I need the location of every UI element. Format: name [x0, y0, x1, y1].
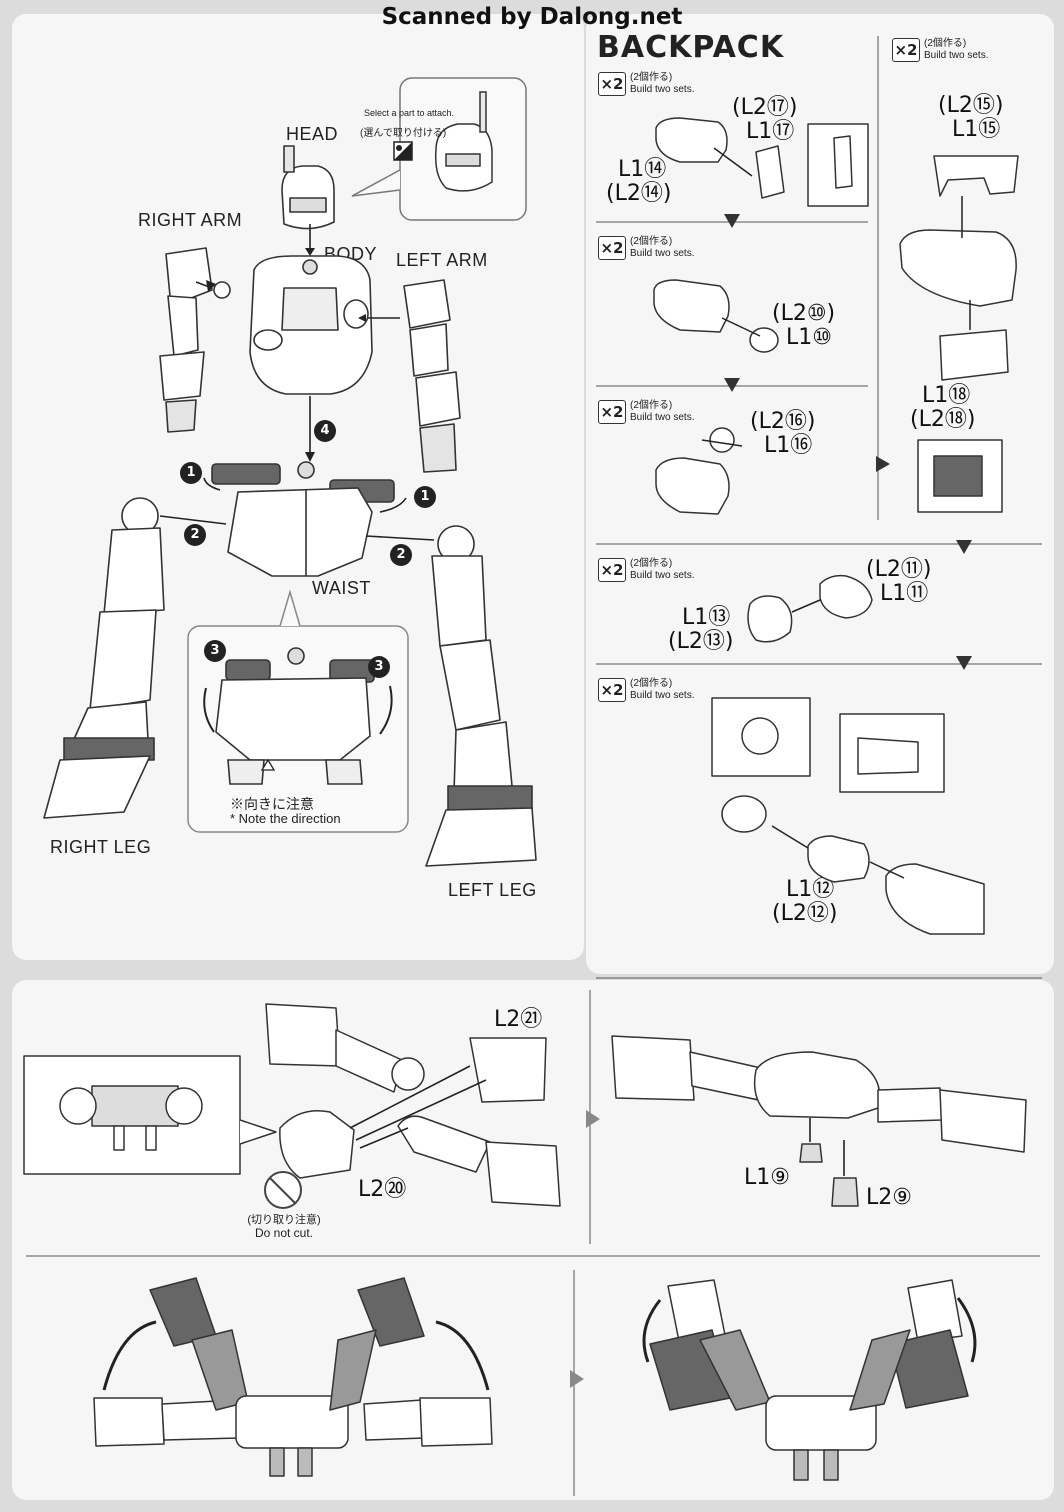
part-code: L1⑭	[618, 157, 667, 182]
part-code: L2⑨	[866, 1185, 912, 1210]
part-code: (L2⑯)	[750, 409, 816, 434]
part-code: L2㉑	[494, 1007, 543, 1032]
head-label: HEAD	[286, 124, 339, 144]
part-code: L2⑳	[358, 1177, 407, 1202]
step-1-marker: 1	[414, 486, 436, 508]
x2-icon: ×2	[598, 678, 626, 702]
build-two-sets-badge: ×2 (2個作る)Build two sets.	[598, 72, 694, 96]
left-arm-label: LEFT ARM	[396, 250, 488, 270]
part-code: (L2⑰)	[732, 95, 798, 120]
left-leg-label: LEFT LEG	[448, 880, 537, 900]
step-3-marker: 3	[368, 656, 390, 678]
part-code: (L2⑮)	[938, 93, 1004, 118]
step-1-marker: 1	[180, 462, 202, 484]
part-code: (L2⑭)	[606, 181, 672, 206]
x2-icon: ×2	[598, 236, 626, 260]
part-code: (L2⑱)	[910, 407, 976, 432]
part-code: L1⑨	[744, 1165, 790, 1190]
part-code: L1⑬	[682, 605, 731, 630]
x2-icon: ×2	[598, 400, 626, 424]
step-2-marker: 2	[184, 524, 206, 546]
part-code: (L2⑬)	[668, 629, 734, 654]
build-two-sets-badge: ×2 (2個作る)Build two sets.	[598, 400, 694, 424]
do-not-cut-note: (切り取り注意) Do not cut.	[247, 1214, 321, 1240]
select-part-note-en: Select a part to attach.	[364, 108, 455, 118]
part-code: (L2⑪)	[866, 557, 932, 582]
right-leg-label: RIGHT LEG	[50, 837, 152, 857]
part-code: L1⑫	[786, 877, 835, 902]
step-4-marker: 4	[314, 420, 336, 442]
select-part-note-jp: (選んで取り付ける)	[360, 128, 447, 139]
build-two-sets-badge: ×2 (2個作る)Build two sets.	[598, 558, 694, 582]
x2-icon: ×2	[892, 38, 920, 62]
x2-icon: ×2	[598, 72, 626, 96]
step-2-marker: 2	[390, 544, 412, 566]
scanner-credit: Scanned by Dalong.net	[381, 4, 683, 30]
right-arm-label: RIGHT ARM	[138, 210, 243, 230]
part-code: L1⑮	[952, 117, 1001, 142]
waist-label: WAIST	[312, 578, 371, 598]
part-code: L1⑰	[746, 119, 795, 144]
part-code: L1⑱	[922, 383, 971, 408]
build-two-sets-badge: ×2 (2個作る)Build two sets.	[598, 236, 694, 260]
part-code: (L2⑩)	[772, 301, 836, 326]
direction-note-jp: ※向きに注意	[230, 796, 314, 812]
step-3-marker: 3	[204, 640, 226, 662]
part-code: L1⑩	[786, 325, 832, 350]
build-two-sets-badge: ×2 (2個作る)Build two sets.	[598, 678, 694, 702]
direction-note-en: * Note the direction	[230, 811, 341, 826]
build-two-sets-badge: ×2 (2個作る)Build two sets.	[892, 38, 988, 62]
backpack-title: BACKPACK	[597, 30, 785, 65]
part-code: (L2⑫)	[772, 901, 838, 926]
x2-icon: ×2	[598, 558, 626, 582]
part-code: L1⑪	[880, 581, 929, 606]
part-code: L1⑯	[764, 433, 813, 458]
